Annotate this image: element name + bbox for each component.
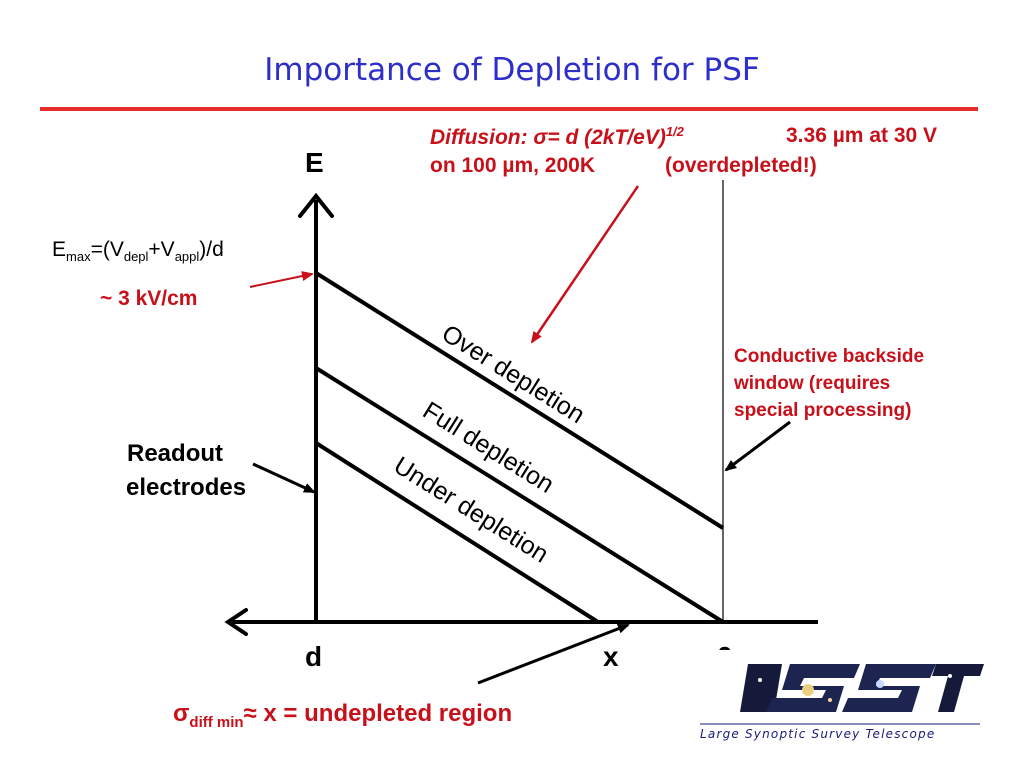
diffusion-overdepleted: (overdepleted!) — [665, 154, 817, 177]
emax-value: ~ 3 kV/cm — [100, 287, 198, 310]
emax-formula: Emax=(Vdepl+Vappl)/d — [52, 238, 224, 265]
logo-starfield — [740, 664, 984, 712]
y-axis-label: E — [305, 147, 324, 178]
x-axis-label-d: d — [305, 641, 323, 672]
diffusion-formula: Diffusion: σ= d (2kT/eV)1/2 — [430, 124, 684, 149]
x-axis-arrowhead — [224, 608, 248, 636]
diffusion-arrow — [530, 185, 640, 344]
diffusion-value: 3.36 µm at 30 V — [786, 124, 938, 147]
readout-label-line2: electrodes — [126, 474, 247, 501]
emax-arrow — [249, 271, 314, 288]
undepleted-region-arrow — [477, 623, 630, 685]
backside-label-line2: window (requires — [734, 373, 891, 394]
diffusion-conditions: on 100 µm, 200K — [430, 154, 596, 177]
readout-label-line1: Readout — [127, 440, 223, 467]
slide-title: Importance of Depletion for PSF — [264, 52, 760, 88]
logo-caption: Large Synoptic Survey Telescope — [700, 727, 936, 741]
title-divider — [40, 107, 978, 111]
lsst-logo — [700, 650, 984, 725]
x-axis-label-x: x — [603, 641, 619, 672]
backside-label-line1: Conductive backside — [734, 346, 925, 367]
backside-arrow — [724, 420, 791, 472]
over-depletion-line — [314, 271, 725, 530]
backside-label-line3: special processing) — [734, 400, 912, 421]
full-depletion-line — [314, 366, 725, 624]
under-depletion-line — [314, 441, 600, 624]
y-axis-arrowhead — [298, 192, 334, 218]
readout-arrow — [252, 462, 316, 494]
sigma-diff-min-formula: σdiff min≈ x = undepleted region — [173, 700, 513, 731]
